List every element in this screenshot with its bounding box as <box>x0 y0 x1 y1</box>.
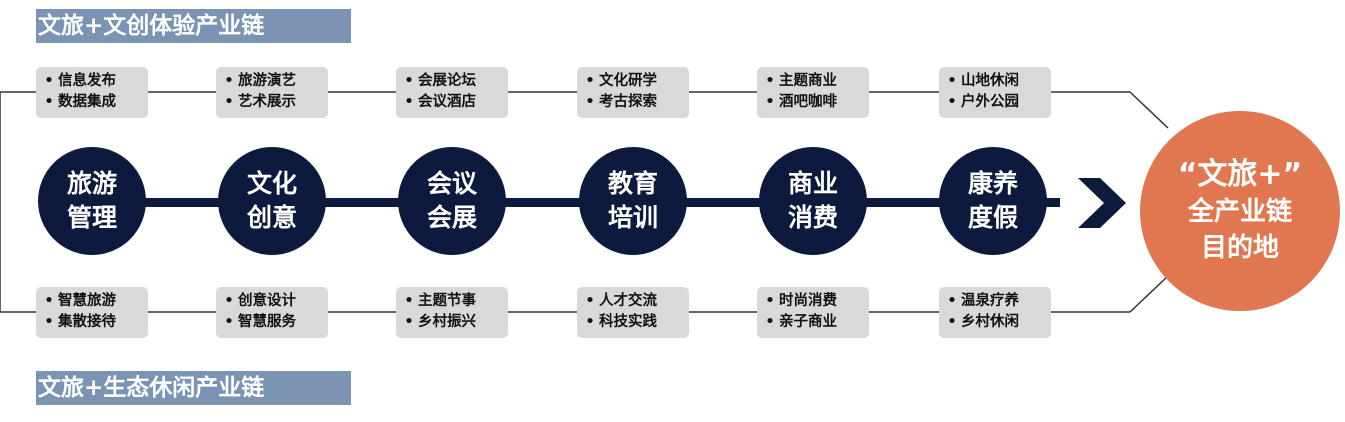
box-item: 山地休闲 <box>961 73 1019 89</box>
box-item: 科技实践 <box>599 314 657 330</box>
node-education-training: 教育培训 <box>579 147 687 255</box>
bottom-chain-banner: 文旅+生态休闲产业链 <box>36 371 351 405</box>
box-item: 集散接待 <box>58 314 116 330</box>
bottom-box-2: •创意设计 •智慧服务 <box>216 287 328 338</box>
destination-caption: 目的地 <box>1200 233 1279 263</box>
node-tourism-management: 旅游管理 <box>38 147 146 255</box>
chevron-arrow-icon <box>1078 178 1126 228</box>
box-item: 会议酒店 <box>418 94 476 110</box>
box-item: 乡村休闲 <box>961 314 1019 330</box>
top-connector-diagonal <box>1129 91 1169 129</box>
bottom-box-6: •温泉疗养 •乡村休闲 <box>939 287 1051 338</box>
box-item: 信息发布 <box>58 73 116 89</box>
box-item: 乡村振兴 <box>418 314 476 330</box>
destination-circle: “文旅+” 全产业链 目的地 <box>1140 111 1340 311</box>
box-item: 智慧服务 <box>238 314 296 330</box>
box-item: 时尚消费 <box>779 293 837 309</box>
bottom-connector-diagonal <box>1129 275 1169 313</box>
box-item: 智慧旅游 <box>58 293 116 309</box>
top-chain-banner: 文旅+文创体验产业链 <box>36 9 351 43</box>
box-item: 酒吧咖啡 <box>779 94 837 110</box>
bottom-box-5: •时尚消费 •亲子商业 <box>757 287 869 338</box>
top-box-4: •文化研学 •考古探索 <box>577 67 689 118</box>
top-box-5: •主题商业 •酒吧咖啡 <box>757 67 869 118</box>
node-wellness-resort: 康养度假 <box>939 147 1047 255</box>
node-cultural-creativity: 文化创意 <box>218 147 326 255</box>
top-box-1: •信息发布 •数据集成 <box>36 67 148 118</box>
top-box-2: •旅游演艺 •艺术展示 <box>216 67 328 118</box>
box-item: 户外公园 <box>961 94 1019 110</box>
box-item: 温泉疗养 <box>961 293 1019 309</box>
box-item: 主题商业 <box>779 73 837 89</box>
box-item: 亲子商业 <box>779 314 837 330</box>
top-box-6: •山地休闲 •户外公园 <box>939 67 1051 118</box>
box-item: 文化研学 <box>599 73 657 89</box>
node-conference-exhibition: 会议会展 <box>398 147 506 255</box>
box-item: 艺术展示 <box>238 94 296 110</box>
box-item: 考古探索 <box>599 94 657 110</box>
node-commerce-consumption: 商业消费 <box>759 147 867 255</box>
box-item: 旅游演艺 <box>238 73 296 89</box>
bottom-box-1: •智慧旅游 •集散接待 <box>36 287 148 338</box>
box-item: 人才交流 <box>599 293 657 309</box>
destination-title: “文旅+” <box>1177 157 1303 192</box>
bottom-box-4: •人才交流 •科技实践 <box>577 287 689 338</box>
bottom-box-3: •主题节事 •乡村振兴 <box>396 287 508 338</box>
box-item: 创意设计 <box>238 293 296 309</box>
destination-subtitle: 全产业链 <box>1187 197 1292 227</box>
box-item: 数据集成 <box>58 94 116 110</box>
box-item: 主题节事 <box>418 293 476 309</box>
box-item: 会展论坛 <box>418 73 476 89</box>
top-box-3: •会展论坛 •会议酒店 <box>396 67 508 118</box>
chain-spine <box>95 198 1060 207</box>
